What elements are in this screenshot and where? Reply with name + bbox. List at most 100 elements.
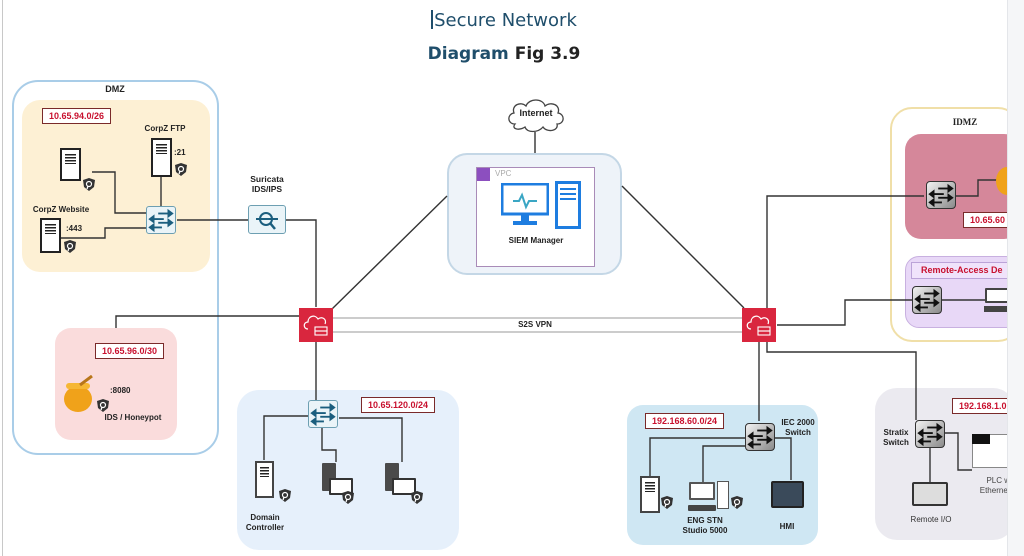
- wire-ot-eng: [702, 445, 745, 482]
- website-port: :443: [66, 224, 83, 233]
- switch-arrows-icon: [917, 422, 943, 447]
- iec-switch-label-line1: IEC 2000: [781, 418, 815, 427]
- wire-router-cell: [766, 342, 917, 420]
- vpc-label: VPC: [495, 169, 512, 178]
- suricata-label-line1: Suricata: [250, 174, 284, 184]
- iec-switch-label: IEC 2000 Switch: [780, 418, 816, 438]
- wire-router-remote: [777, 299, 912, 326]
- workstation-1-monitor-icon[interactable]: [329, 478, 353, 495]
- internet-label: Internet: [519, 108, 553, 118]
- dc-label-line2: Controller: [245, 523, 285, 532]
- dmz-switch[interactable]: [146, 206, 176, 234]
- eng-label-line1: ENG STN: [687, 516, 723, 525]
- suricata-label-line2: IDS/IPS: [251, 184, 283, 194]
- wire-ot-server: [649, 437, 745, 476]
- switch-arrows-icon: [310, 402, 336, 427]
- ftp-server-icon[interactable]: [151, 138, 172, 177]
- wire-corp-pc1: [321, 425, 337, 462]
- siem-monitor-icon[interactable]: [501, 183, 549, 227]
- wire-cell-plc: [945, 432, 972, 471]
- ftp-label: CorpZ FTP: [144, 124, 186, 133]
- eng-station-tower-icon[interactable]: [717, 481, 729, 509]
- wire-dns-switch: [92, 171, 146, 214]
- dmz-label: DMZ: [105, 84, 125, 94]
- plc-label-line2: Ethernet: [979, 486, 1010, 495]
- eng-station-keyboard-icon: [688, 505, 716, 511]
- plc-label-line1: PLC w: [986, 476, 1010, 485]
- stratix-label-line2: Switch: [883, 438, 909, 447]
- switch-arrows-icon: [928, 183, 954, 208]
- wire-ids-router: [286, 219, 317, 307]
- eng-station-label: ENG STN Studio 5000: [675, 516, 735, 536]
- page-left-border: [2, 0, 3, 556]
- iec-switch-label-line2: Switch: [785, 428, 811, 437]
- security-shield-icon: [82, 177, 96, 192]
- domain-controller-label: Domain Controller: [240, 513, 290, 533]
- wire-idmz-honeypot: [956, 179, 998, 197]
- remote-access-pc-base: [984, 306, 1008, 312]
- internet-cloud-icon[interactable]: [505, 96, 567, 134]
- siem-manager-label: SIEM Manager: [508, 236, 564, 245]
- magnifier-inspect-icon: [256, 212, 278, 230]
- hmi-panel-icon[interactable]: [771, 481, 804, 508]
- ot-server-icon[interactable]: [640, 476, 660, 513]
- wire-corp-dc: [263, 415, 309, 460]
- security-shield-icon: [63, 239, 77, 254]
- security-shield-icon: [96, 398, 110, 413]
- switch-arrows-icon: [747, 425, 773, 450]
- remote-access-pc-icon[interactable]: [985, 288, 1009, 303]
- wire-router-idmz: [766, 195, 924, 308]
- website-label: CorpZ Website: [32, 205, 90, 214]
- security-shield-icon: [410, 490, 424, 505]
- idmz-subnet-label: 10.65.60: [963, 212, 1013, 228]
- ftp-port: :21: [174, 148, 186, 157]
- wire-left-router-siem: [331, 195, 448, 310]
- dns-server-icon[interactable]: [60, 148, 81, 181]
- wire-ot-hmi: [775, 437, 792, 480]
- honeypot-icon[interactable]: [62, 375, 96, 413]
- figure-number: Fig 3.9: [514, 44, 581, 64]
- security-shield-icon: [660, 495, 674, 510]
- idmz-switch[interactable]: [926, 181, 956, 209]
- security-shield-icon: [341, 490, 355, 505]
- eng-station-monitor-icon[interactable]: [689, 482, 715, 500]
- hmi-label: HMI: [779, 522, 795, 531]
- remote-io-label: Remote I/O: [910, 515, 952, 524]
- cloud-firewall-icon: [303, 315, 328, 336]
- wire-honeypot-router: [115, 315, 299, 328]
- honeypot-label: IDS / Honeypot: [104, 413, 162, 422]
- website-server-icon[interactable]: [40, 218, 61, 253]
- remote-access-label: Remote-Access De: [921, 265, 1003, 275]
- remote-access-switch[interactable]: [912, 286, 942, 314]
- suricata-label: Suricata IDS/IPS: [242, 174, 292, 194]
- corp-subnet-label: 10.65.120.0/24: [361, 397, 436, 413]
- title-text: Secure Network: [434, 10, 577, 31]
- vpc-badge: [477, 168, 490, 181]
- wire-web-switch: [60, 227, 146, 239]
- corp-switch[interactable]: [308, 400, 338, 428]
- security-shield-icon: [174, 162, 188, 177]
- cell-subnet-label: 192.168.1.0: [952, 398, 1014, 414]
- switch-arrows-icon: [148, 208, 174, 233]
- plc-label: PLC w Ethernet: [970, 476, 1010, 496]
- wire-corp-pc2: [339, 417, 403, 462]
- plc-display: [972, 434, 990, 444]
- vpn-label: S2S VPN: [518, 320, 552, 329]
- remote-io-icon[interactable]: [912, 482, 948, 506]
- security-shield-icon: [278, 488, 292, 503]
- stratix-label-line1: Stratix: [883, 428, 909, 437]
- iec-2000-switch[interactable]: [745, 423, 775, 451]
- idmz-label: IDMZ: [952, 117, 978, 127]
- siem-server-icon[interactable]: [555, 181, 581, 229]
- title-text-blue: Diagram: [427, 44, 509, 64]
- workstation-2-monitor-icon[interactable]: [392, 478, 416, 495]
- ot-subnet-label: 192.168.60.0/24: [645, 413, 725, 429]
- stratix-switch[interactable]: [915, 420, 945, 448]
- eng-label-line2: Studio 5000: [682, 526, 728, 535]
- cloud-firewall-icon: [746, 315, 771, 336]
- stratix-switch-label: Stratix Switch: [881, 428, 911, 448]
- domain-controller-icon[interactable]: [255, 461, 274, 498]
- honeypot-port: :8080: [110, 386, 131, 395]
- right-side-panel: [1007, 0, 1024, 556]
- dc-label-line1: Domain: [250, 513, 280, 522]
